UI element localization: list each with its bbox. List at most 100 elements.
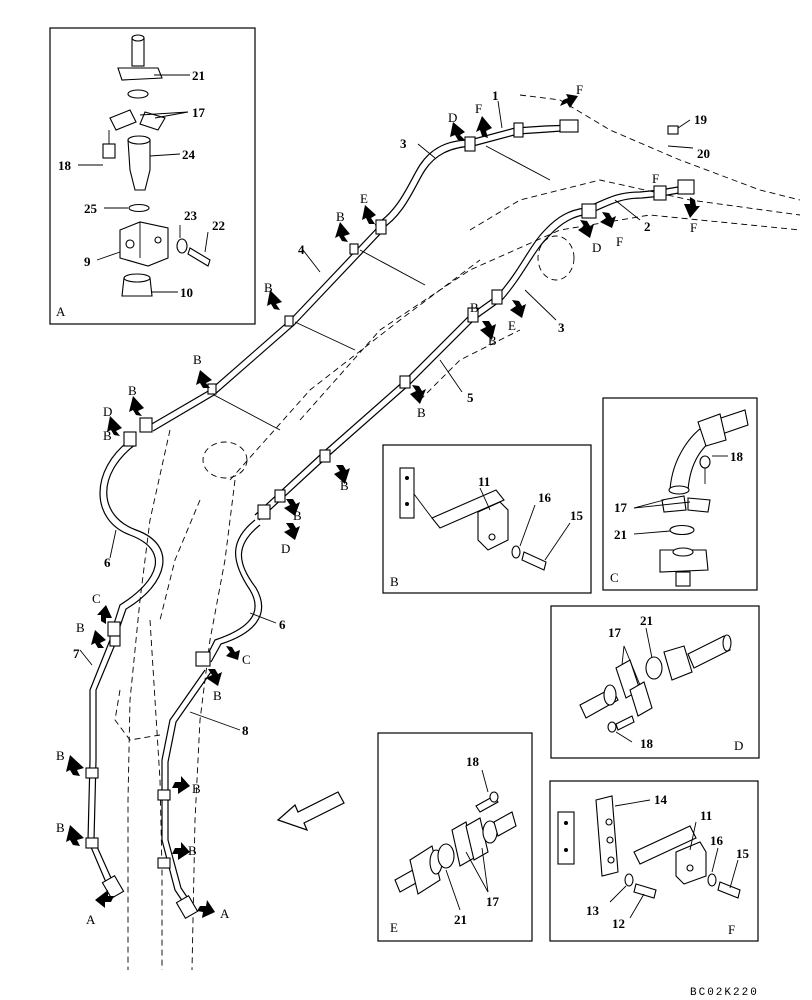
pipe-2 xyxy=(584,184,691,215)
arrow-letter-b: B xyxy=(336,209,345,224)
callout-6-right: 6 xyxy=(279,617,286,632)
arrow-letter-b: B xyxy=(76,620,85,635)
detail-a-callout-18: 18 xyxy=(58,158,72,173)
detail-d-callout-17: 17 xyxy=(608,625,622,640)
pipe-4 xyxy=(149,224,384,432)
detail-a-callout-22: 22 xyxy=(212,218,225,233)
arrow-letter-a: A xyxy=(220,906,230,921)
detail-e-callout-17: 17 xyxy=(486,894,500,909)
detail-f-callout-14: 14 xyxy=(654,792,668,807)
detail-c-labels: C 18 17 21 xyxy=(610,449,744,585)
arrow-letter-c: C xyxy=(92,591,101,606)
pipe-6-left xyxy=(99,439,164,633)
detail-a-callout-23: 23 xyxy=(184,208,198,223)
arrow-letter-b: B xyxy=(128,383,137,398)
detail-d-box xyxy=(550,605,760,759)
detail-d-labels: D 17 21 18 xyxy=(608,613,743,753)
arrow-letter-c: C xyxy=(242,652,251,667)
arrow-letter-b: B xyxy=(293,508,302,523)
detail-b-callout-16: 16 xyxy=(538,490,552,505)
detail-c-callout-18: 18 xyxy=(730,449,744,464)
detail-a-callout-10: 10 xyxy=(180,285,193,300)
pipe-clamps xyxy=(85,119,695,920)
arrow-letter-b: B xyxy=(417,405,426,420)
arrow-letter-f: F xyxy=(475,101,482,116)
detail-f-labels: F 14 11 16 15 13 12 xyxy=(586,792,750,937)
arrow-letter-a: A xyxy=(86,912,96,927)
pipe-3-upper xyxy=(374,139,474,231)
callout-20: 20 xyxy=(697,146,710,161)
detail-b-box xyxy=(382,444,592,594)
detail-e-box xyxy=(377,732,533,942)
detail-d-callout-18: 18 xyxy=(640,736,654,751)
arrow-letter-d: D xyxy=(592,240,601,255)
detail-f-box xyxy=(549,780,759,942)
leader-lines xyxy=(79,100,694,731)
callout-3-lower: 3 xyxy=(558,320,565,335)
arrow-letter-b: B xyxy=(488,333,497,348)
detail-c-callout-21: 21 xyxy=(614,527,627,542)
detail-a-box xyxy=(49,27,256,325)
detail-d-letter: D xyxy=(734,738,743,753)
arrow-letters: F F F F F D D D D E E C C A A B B B B B … xyxy=(56,82,697,927)
arrow-letter-e: E xyxy=(360,191,368,206)
pipe-7 xyxy=(87,639,119,891)
detail-f-letter: F xyxy=(728,922,735,937)
detail-b-labels: B 11 16 15 xyxy=(390,474,584,589)
detail-b-callout-11: 11 xyxy=(478,474,490,489)
arrow-letter-b: B xyxy=(192,781,201,796)
main-callouts: 1 2 3 3 4 5 6 6 7 8 20 19 xyxy=(73,88,710,738)
arrow-letter-f: F xyxy=(690,220,697,235)
arrow-letter-f: F xyxy=(576,82,583,97)
arrow-letter-d: D xyxy=(448,110,457,125)
detail-e-callout-21: 21 xyxy=(454,912,467,927)
boom-outline xyxy=(114,94,801,971)
drawing-code: BC02K220 xyxy=(690,987,759,999)
detail-a-callout-21: 21 xyxy=(192,68,205,83)
detail-a-callout-24: 24 xyxy=(182,147,196,162)
view-arrows xyxy=(66,94,700,918)
arrow-letter-b: B xyxy=(213,688,222,703)
detail-f-callout-15: 15 xyxy=(736,846,750,861)
detail-a-callout-9: 9 xyxy=(84,254,91,269)
arrow-letter-d: D xyxy=(281,541,290,556)
callout-3-upper: 3 xyxy=(400,136,407,151)
detail-a-letter: A xyxy=(56,304,66,319)
direction-arrow xyxy=(276,791,345,832)
callout-2: 2 xyxy=(644,219,651,234)
callout-7: 7 xyxy=(73,646,80,661)
detail-f-callout-13: 13 xyxy=(586,903,600,918)
detail-a-labels: A 21 17 18 24 25 23 22 9 10 xyxy=(56,68,225,319)
arrow-letter-b: B xyxy=(56,748,65,763)
arrow-letter-f: F xyxy=(652,171,659,186)
detail-f-callout-16: 16 xyxy=(710,833,724,848)
pipe-3-lower xyxy=(497,207,589,301)
callout-19: 19 xyxy=(694,112,708,127)
arrow-letter-e: E xyxy=(508,318,516,333)
callout-4: 4 xyxy=(298,242,305,257)
callout-1: 1 xyxy=(492,88,499,103)
detail-e-labels: E 18 21 17 xyxy=(390,754,500,935)
detail-a-callout-17: 17 xyxy=(192,105,206,120)
pipe-6-right xyxy=(204,519,263,663)
arrow-letter-b: B xyxy=(340,478,349,493)
arrow-letter-b: B xyxy=(56,820,65,835)
detail-f-callout-12: 12 xyxy=(612,916,625,931)
detail-e-letter: E xyxy=(390,920,398,935)
detail-b-letter: B xyxy=(390,574,399,589)
arrow-letter-b: B xyxy=(264,280,273,295)
arrow-letter-b: B xyxy=(193,352,202,367)
detail-d-callout-21: 21 xyxy=(640,613,653,628)
arrow-letter-f: F xyxy=(616,234,623,249)
callout-8: 8 xyxy=(242,723,249,738)
detail-a-callout-25: 25 xyxy=(84,201,98,216)
arrow-letter-b: B xyxy=(470,300,479,315)
detail-b-callout-15: 15 xyxy=(570,508,584,523)
arrow-letter-d: D xyxy=(103,404,112,419)
detail-e-callout-18: 18 xyxy=(466,754,480,769)
arrow-letter-b: B xyxy=(103,428,112,443)
detail-f-callout-11: 11 xyxy=(700,808,712,823)
detail-c-letter: C xyxy=(610,570,619,585)
arrow-letter-b: B xyxy=(188,843,197,858)
